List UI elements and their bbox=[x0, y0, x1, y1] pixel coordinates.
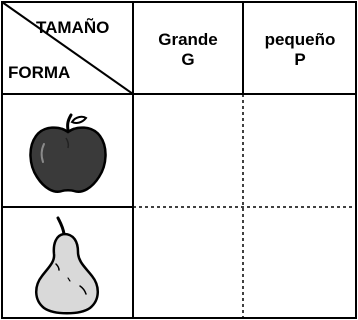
corner-diagonal bbox=[1, 1, 134, 95]
column-header-large-word: Grande bbox=[158, 30, 218, 49]
column-header-large: Grande G bbox=[135, 30, 241, 70]
column-header-small: pequeño P bbox=[245, 30, 355, 70]
apple-icon bbox=[29, 113, 107, 193]
column-header-small-word: pequeño bbox=[264, 30, 336, 49]
column-header-large-letter: G bbox=[181, 50, 195, 69]
corner-label-size: TAMAÑO bbox=[36, 18, 110, 37]
pear-icon bbox=[35, 216, 99, 315]
column-header-small-letter: P bbox=[294, 50, 306, 69]
corner-label-shape: FORMA bbox=[8, 63, 71, 82]
